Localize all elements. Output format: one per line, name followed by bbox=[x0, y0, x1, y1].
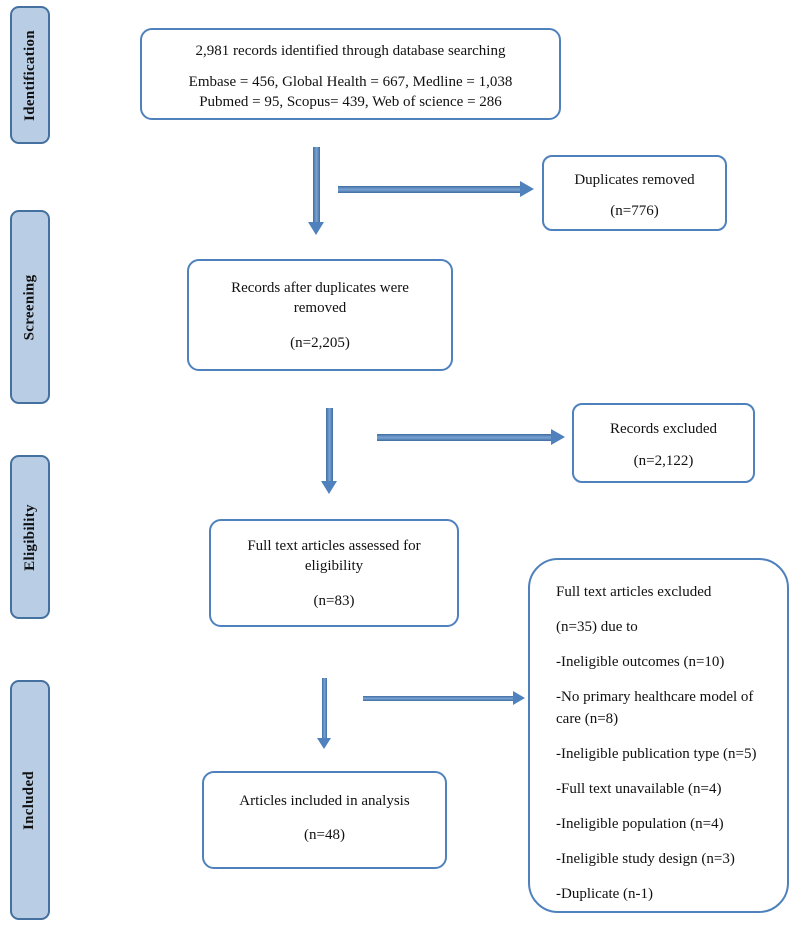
records-excluded-count: (n=2,122) bbox=[633, 453, 694, 469]
fulltext-excluded-reason: -Ineligible population (n=4) bbox=[556, 816, 724, 832]
arrow-identified-to-afterdup-head-icon bbox=[308, 222, 324, 235]
arrow-identified-to-afterdup bbox=[313, 147, 320, 222]
records-identified-databases-line1: Embase = 456, Global Health = 667, Medli… bbox=[188, 74, 513, 90]
records-identified-databases-line2: Pubmed = 95, Scopus= 439, Web of science… bbox=[199, 94, 502, 110]
fulltext-excluded-subtitle: (n=35) due to bbox=[556, 619, 638, 635]
fulltext-excluded-reason: -Full text unavailable (n=4) bbox=[556, 781, 722, 797]
fulltext-excluded-reason: -Ineligible study design (n=3) bbox=[556, 851, 735, 867]
duplicates-removed-label: Duplicates removed bbox=[574, 172, 695, 188]
arrow-assessed-to-included bbox=[322, 678, 327, 738]
box-records-after-duplicates: Records after duplicates were removed (n… bbox=[187, 259, 453, 371]
arrow-to-duplicates-removed-head-icon bbox=[520, 181, 534, 197]
arrow-afterdup-to-assessed bbox=[326, 408, 333, 481]
stage-included: Included bbox=[10, 680, 50, 920]
box-records-excluded: Records excluded (n=2,122) bbox=[572, 403, 755, 483]
stage-eligibility-label: Eligibility bbox=[21, 503, 38, 571]
arrow-to-records-excluded-head-icon bbox=[551, 429, 565, 445]
stage-identification-label: Identification bbox=[21, 29, 38, 121]
box-included-analysis: Articles included in analysis (n=48) bbox=[202, 771, 447, 869]
arrow-to-fulltext-excluded-head-icon bbox=[513, 691, 525, 705]
fulltext-assessed-count: (n=83) bbox=[313, 593, 355, 609]
arrow-afterdup-to-assessed-head-icon bbox=[321, 481, 337, 494]
box-fulltext-assessed: Full text articles assessed for eligibil… bbox=[209, 519, 459, 627]
box-duplicates-removed: Duplicates removed (n=776) bbox=[542, 155, 727, 231]
arrow-to-fulltext-excluded bbox=[363, 696, 513, 701]
records-identified-title: 2,981 records identified through databas… bbox=[195, 43, 506, 59]
included-analysis-count: (n=48) bbox=[304, 827, 345, 843]
fulltext-assessed-label: Full text articles assessed for eligibil… bbox=[247, 538, 421, 574]
records-excluded-label: Records excluded bbox=[609, 421, 718, 437]
fulltext-excluded-reason: -Duplicate (n-1) bbox=[556, 886, 654, 902]
stage-eligibility: Eligibility bbox=[10, 455, 50, 619]
fulltext-excluded-reason: -Ineligible publication type (n=5) bbox=[556, 746, 757, 762]
stage-screening-label: Screening bbox=[21, 274, 38, 340]
records-after-duplicates-label: Records after duplicates were removed bbox=[231, 280, 409, 316]
included-analysis-label: Articles included in analysis bbox=[239, 793, 410, 809]
arrow-assessed-to-included-head-icon bbox=[317, 738, 331, 749]
arrow-to-duplicates-removed bbox=[338, 186, 520, 193]
box-records-identified: 2,981 records identified through databas… bbox=[140, 28, 561, 120]
fulltext-excluded-reason: -No primary healthcare model of care (n=… bbox=[556, 689, 754, 727]
box-fulltext-excluded: Full text articles excluded (n=35) due t… bbox=[528, 558, 789, 913]
stage-included-label: Included bbox=[21, 770, 38, 830]
stage-screening: Screening bbox=[10, 210, 50, 404]
fulltext-excluded-title: Full text articles excluded bbox=[556, 584, 712, 600]
fulltext-excluded-reason: -Ineligible outcomes (n=10) bbox=[556, 654, 725, 670]
duplicates-removed-count: (n=776) bbox=[610, 203, 659, 219]
arrow-to-records-excluded bbox=[377, 434, 551, 441]
records-after-duplicates-count: (n=2,205) bbox=[290, 335, 350, 351]
stage-identification: Identification bbox=[10, 6, 50, 144]
